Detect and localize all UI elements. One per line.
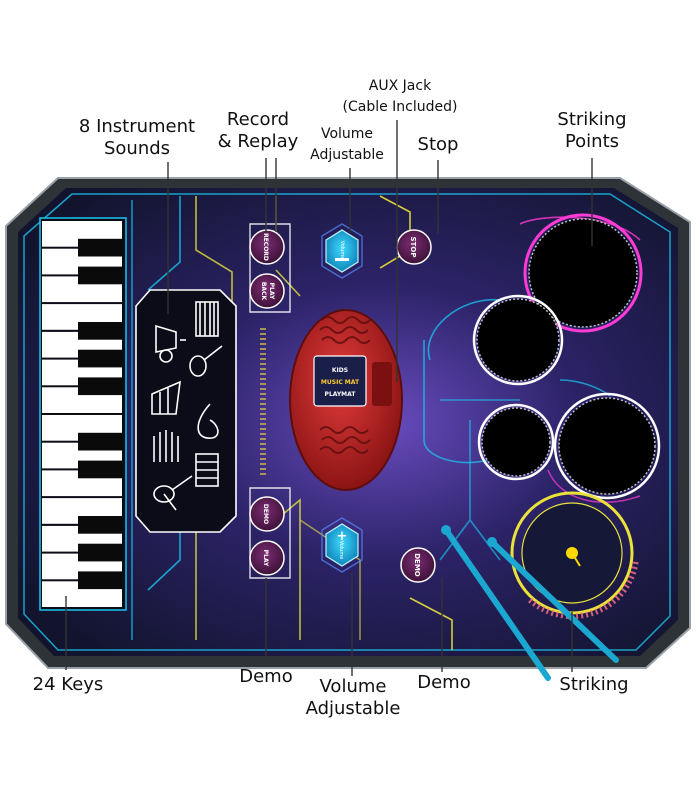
black-key[interactable] [78, 322, 122, 340]
label-demo-left: Demo [232, 666, 300, 688]
volume-up-label: Volume [338, 541, 344, 560]
volume-up-button[interactable]: Volume + [321, 517, 363, 573]
drum-demo-button[interactable]: DEMO [400, 547, 436, 583]
piano-demo-button[interactable]: DEMO [249, 496, 285, 532]
label-record-replay: Record & Replay [212, 109, 304, 152]
label-keys-text: 24 Keys [32, 674, 104, 695]
label-striking-points: Striking Points [544, 109, 640, 152]
drum-pad-right[interactable] [553, 392, 661, 500]
xylophone-icon[interactable] [153, 430, 179, 462]
label-volume-bottom-line-1: Volume [319, 676, 387, 697]
trumpet-icon[interactable] [155, 324, 186, 363]
label-instrument-sounds-line-2: Sounds [103, 137, 171, 159]
label-record-replay-line-2: & Replay [217, 130, 299, 152]
play-button[interactable]: PLAY [249, 540, 285, 576]
label-stop: Stop [410, 134, 466, 156]
black-key[interactable] [78, 571, 122, 590]
aux-jack-port[interactable] [372, 362, 392, 406]
plus-icon: + [337, 529, 348, 544]
record-button-label: RECORD [262, 233, 269, 261]
stop-button[interactable]: STOP [396, 229, 432, 265]
play-label: PLAY [262, 550, 269, 567]
piano-demo-label: DEMO [262, 504, 269, 524]
label-demo-right-text: Demo [417, 672, 471, 693]
label-stop-text: Stop [417, 134, 459, 155]
speaker-logo-line-3: PLAYMAT [325, 391, 357, 398]
label-striking: Striking [548, 674, 640, 696]
drum-kit-outline [423, 216, 641, 561]
black-key[interactable] [78, 266, 122, 285]
play-back-label-2: BACK [260, 282, 267, 301]
drum-pad-small[interactable] [477, 403, 555, 481]
label-volume-top-line-2: Adjustable [310, 147, 384, 163]
keyboard-instrument-icon[interactable] [195, 301, 219, 337]
volume-down-label: Volume [339, 241, 345, 260]
label-aux-jack: AUX Jack (Cable Included) [336, 76, 464, 118]
drum-pad-medium[interactable] [472, 294, 564, 386]
label-instrument-sounds: 8 Instrument Sounds [62, 116, 212, 159]
label-aux-jack-line-2: (Cable Included) [342, 99, 458, 115]
label-demo-right: Demo [410, 672, 478, 694]
label-volume-top-line-1: Volume [320, 126, 374, 142]
play-back-label-1: PLAY [268, 283, 275, 300]
label-striking-text: Striking [559, 674, 629, 695]
saxophone-icon[interactable] [197, 403, 219, 439]
black-key[interactable] [78, 377, 122, 396]
label-aux-jack-line-1: AUX Jack [368, 78, 432, 94]
drum-demo-label: DEMO [413, 553, 421, 577]
black-key[interactable] [78, 349, 122, 368]
black-key[interactable] [78, 516, 122, 534]
label-demo-left-text: Demo [239, 666, 293, 687]
record-button[interactable]: RECORD [249, 229, 285, 265]
harp-icon[interactable] [151, 380, 181, 415]
black-key[interactable] [78, 238, 122, 257]
piano-keyboard [39, 217, 127, 611]
speaker: KIDS MUSIC MAT PLAYMAT [289, 309, 403, 491]
label-record-replay-line-1: Record [226, 109, 290, 130]
accordion-icon[interactable] [195, 453, 219, 487]
play-back-button[interactable]: PLAY BACK [249, 273, 285, 309]
label-striking-points-line-1: Striking [557, 109, 627, 130]
label-volume-bottom: Volume Adjustable [298, 676, 408, 719]
guitar-icon[interactable] [189, 345, 223, 377]
bass-drum-pad[interactable] [510, 491, 639, 620]
instrument-panel [135, 289, 237, 533]
black-key[interactable] [78, 460, 122, 479]
callout-lines [65, 120, 593, 676]
electric-guitar-icon[interactable] [153, 475, 193, 511]
drum-stick-right[interactable] [487, 537, 619, 663]
label-striking-points-line-2: Points [564, 130, 620, 152]
minus-icon [335, 258, 349, 261]
label-keys: 24 Keys [22, 674, 114, 696]
label-volume-bottom-line-2: Adjustable [305, 697, 401, 719]
label-instrument-sounds-line-1: 8 Instrument [78, 116, 196, 137]
drum-stick-left[interactable] [441, 525, 551, 681]
label-volume-top: Volume Adjustable [304, 124, 390, 166]
stop-button-label: STOP [409, 237, 417, 258]
drum-pad-large[interactable] [523, 213, 643, 333]
black-key[interactable] [78, 432, 122, 451]
speaker-logo-line-1: KIDS [332, 367, 348, 374]
speaker-logo-plate [313, 355, 367, 407]
black-key[interactable] [78, 543, 122, 562]
speaker-logo-line-2: MUSIC MAT [321, 379, 360, 386]
volume-down-button[interactable]: Volume [321, 223, 363, 279]
